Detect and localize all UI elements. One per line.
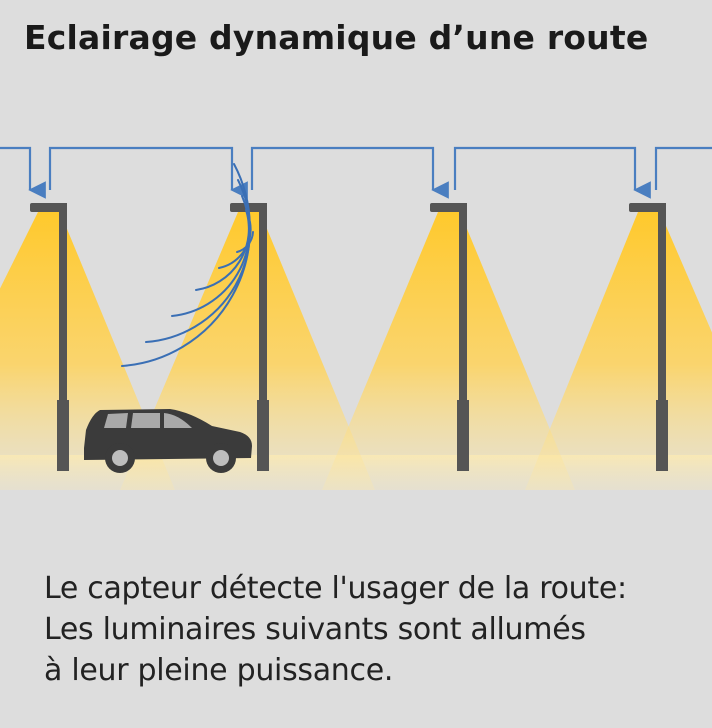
street-light-pole xyxy=(430,203,469,471)
street-light-pole xyxy=(629,203,668,471)
signal-arrow-icon xyxy=(0,146,46,199)
caption-line-2: Les luminaires suivants sont allumés xyxy=(44,612,586,647)
caption: Le capteur détecte l'usager de la route:… xyxy=(44,568,627,691)
light-beam xyxy=(525,212,712,490)
signal-network xyxy=(0,146,712,199)
signal-arrow-icon xyxy=(250,146,449,199)
light-beam xyxy=(322,212,575,490)
signal-arrow-icon xyxy=(453,146,651,199)
car-icon xyxy=(84,409,252,473)
street-lights xyxy=(30,203,668,471)
sensor-wave-icon xyxy=(121,163,254,367)
caption-line-3: à leur pleine puissance. xyxy=(44,653,394,688)
caption-line-1: Le capteur détecte l'usager de la route: xyxy=(44,571,627,606)
signal-line xyxy=(654,146,712,190)
street-light-pole xyxy=(30,203,69,471)
page-title: Eclairage dynamique d’une route xyxy=(24,18,649,57)
signal-arrow-icon xyxy=(48,146,248,199)
